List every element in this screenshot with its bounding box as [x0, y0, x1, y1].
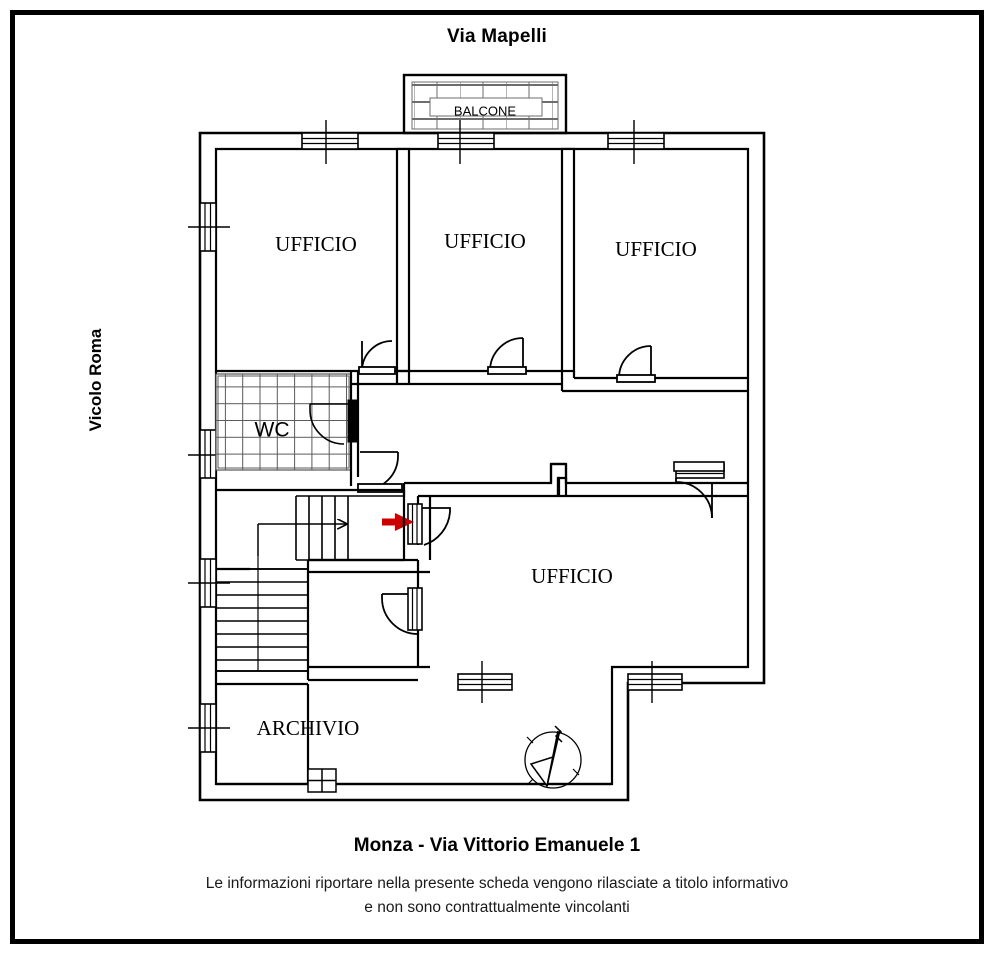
room-label-wc: WC	[255, 419, 290, 442]
caption-disclaimer: Le informazioni riportare nella presente…	[0, 872, 994, 920]
street-label-top: Via Mapelli	[446, 26, 548, 47]
room-label-ufficio-1: UFFICIO	[275, 232, 357, 256]
window-left-3	[188, 558, 230, 608]
window-top-3	[607, 120, 665, 164]
compass-rose	[524, 725, 582, 789]
caption-title: Monza - Via Vittorio Emanuele 1	[353, 835, 641, 856]
page-border-frame	[10, 10, 984, 944]
staircase-group	[216, 488, 406, 680]
corridor-left-wall	[349, 371, 360, 486]
window-left-4	[188, 703, 230, 753]
door-office-3	[616, 345, 656, 383]
room-label-ufficio-3: UFFICIO	[615, 237, 697, 261]
entrance-door	[407, 503, 451, 546]
caption-line-1: Le informazioni riportare nella presente…	[205, 875, 789, 892]
room-label-ufficio-4: UFFICIO	[531, 564, 613, 588]
door-office-2	[487, 337, 527, 375]
window-left-1	[188, 202, 230, 252]
door-corridor	[357, 451, 403, 493]
room-label-balcone: BALCONE	[454, 103, 516, 118]
room-label-archivio: ARCHIVIO	[257, 716, 360, 740]
top-offices-walls	[216, 147, 748, 393]
door-big-office-right	[673, 461, 725, 519]
window-bottom-1	[457, 661, 513, 703]
archivio-grid-fixture	[307, 768, 337, 793]
window-bottom-2	[627, 661, 683, 703]
window-left-2	[188, 429, 230, 479]
window-top-1	[301, 120, 359, 164]
door-mid-room	[381, 587, 423, 635]
door-office-1	[358, 340, 396, 375]
caption-line-2: e non sono contrattualmente vincolanti	[364, 899, 630, 916]
window-top-2	[437, 120, 495, 164]
balcony-group: BALCONE	[402, 73, 568, 135]
corridor-walls	[402, 462, 748, 498]
room-label-ufficio-2: UFFICIO	[444, 229, 526, 253]
wc-room: WC	[215, 373, 358, 471]
